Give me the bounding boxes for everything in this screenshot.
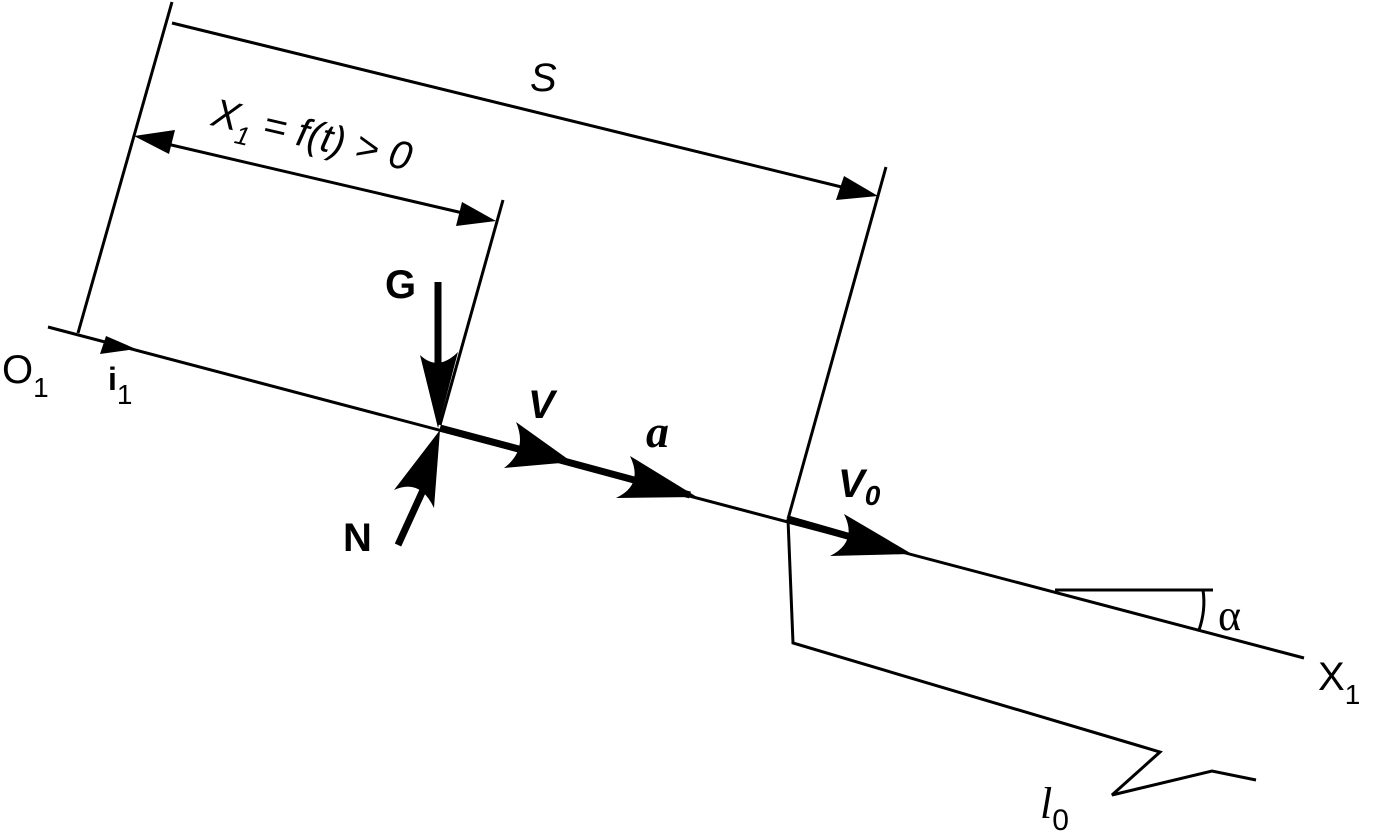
acceleration-a-label: a <box>646 406 669 457</box>
length-l0-label: l0 <box>1040 779 1069 833</box>
angle-arc <box>1197 589 1206 631</box>
s-extension-line <box>786 166 888 520</box>
x1-dimension-arrowhead-left <box>134 130 175 154</box>
velocity-arrowhead <box>504 422 572 468</box>
gravity-g-label: G <box>385 263 416 307</box>
unit-vector-arrowhead <box>100 336 136 354</box>
gravity-arrowhead <box>420 352 458 428</box>
l0-polyline <box>786 518 1257 797</box>
x1-function-label: X1 = f(t) > 0 <box>205 91 416 189</box>
unit-vector-i1-label: i1 <box>108 361 132 410</box>
origin-extension-line <box>76 1 174 334</box>
initial-velocity-arrowhead <box>830 514 912 556</box>
angle-alpha-label: α <box>1218 591 1241 640</box>
s-dimension-line <box>171 21 863 194</box>
normal-arrowhead <box>394 430 440 508</box>
initial-velocity-v0-label: V0 <box>838 462 881 511</box>
velocity-v-label: V <box>528 383 558 427</box>
x1-extension-line <box>438 199 505 426</box>
x1-dimension-arrowhead-right <box>456 202 496 226</box>
distance-s-label: S <box>530 56 557 100</box>
normal-shaft <box>394 486 428 547</box>
axis-x1-label: X1 <box>1318 655 1360 710</box>
normal-n-label: N <box>343 516 372 560</box>
s-dimension-arrowhead <box>836 176 878 200</box>
acceleration-arrowhead <box>616 456 697 498</box>
origin-o1-label: O1 <box>2 348 49 403</box>
x1-dimension-line <box>149 138 481 219</box>
